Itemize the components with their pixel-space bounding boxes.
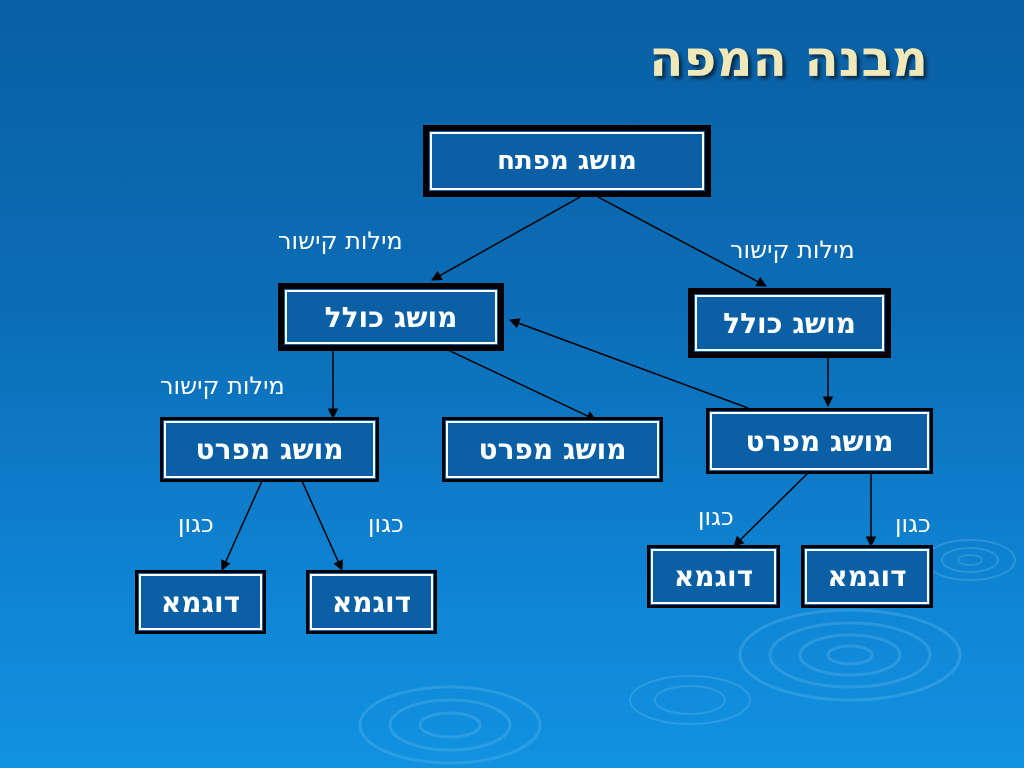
edge-label-link-right: מילות קישור [730,236,855,264]
edge-label-example-4: כגון [895,510,931,538]
node-general-left: מושג כולל [278,283,504,351]
edge-general-left-to-specific-middle [447,349,597,421]
node-key-concept: מושג מפתח [423,125,711,197]
slide-title: מבנה המפה [649,30,928,88]
edge-label-link-left: מילות קישור [278,227,403,255]
edge-label-example-2: כגון [368,510,404,538]
edge-specific-left-to-example-2 [301,480,343,571]
node-general-right: מושג כולל [688,288,891,358]
edge-specific-right-to-general-left [509,318,749,409]
edge-key-to-general-right [597,196,767,287]
node-example-3: דוגמא [647,545,780,608]
edge-label-example-1: כגון [178,510,214,538]
node-specific-left: מושג מפרט [160,417,379,482]
edge-key-to-general-left [431,196,581,281]
edge-specific-right-to-example-3 [733,472,809,547]
edge-specific-left-to-example-1 [221,480,263,571]
node-example-1: דוגמא [135,570,266,634]
node-example-2: דוגמא [306,570,437,634]
node-example-4: דוגמא [801,545,933,608]
edge-label-link-lower: מילות קישור [160,372,285,400]
edge-label-example-3: כגון [698,503,734,531]
node-specific-right: מושג מפרט [706,408,933,474]
node-specific-middle: מושג מפרט [442,417,663,482]
